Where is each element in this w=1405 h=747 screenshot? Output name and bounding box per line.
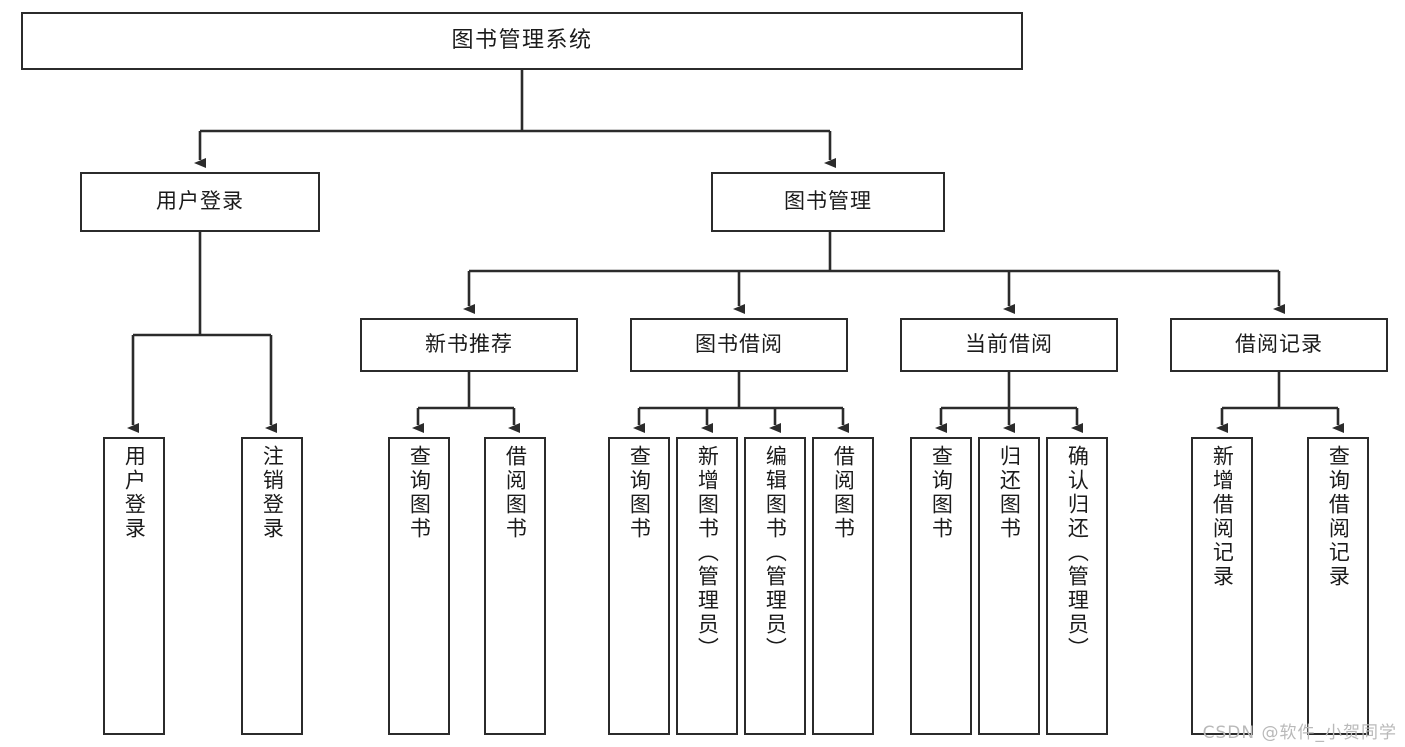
leaf-book-borrow-1[interactable]: 新增图书（管理员） [676, 437, 738, 735]
leaf-label: 查询借阅记录 [1326, 445, 1351, 589]
leaf-label: 借阅图书 [831, 445, 856, 541]
leaf-new-book-recommend-0[interactable]: 查询图书 [388, 437, 450, 735]
node-user-login-label: 用户登录 [156, 189, 244, 214]
node-user-login[interactable]: 用户登录 [80, 172, 320, 232]
leaf-label: 编辑图书（管理员） [763, 445, 788, 661]
node-borrow-record-label: 借阅记录 [1235, 332, 1323, 357]
node-book-management-label: 图书管理 [784, 189, 872, 214]
leaf-label: 注销登录 [260, 445, 285, 541]
leaf-label: 查询图书 [627, 445, 652, 541]
watermark: CSDN @软件_小贺同学 [1202, 723, 1397, 743]
leaf-borrow-record-1[interactable]: 查询借阅记录 [1307, 437, 1369, 735]
leaf-current-borrow-2[interactable]: 确认归还（管理员） [1046, 437, 1108, 735]
leaf-user-login-1[interactable]: 注销登录 [241, 437, 303, 735]
node-root-label: 图书管理系统 [451, 27, 593, 53]
leaf-new-book-recommend-1[interactable]: 借阅图书 [484, 437, 546, 735]
node-book-management[interactable]: 图书管理 [711, 172, 945, 232]
node-current-borrow-label: 当前借阅 [965, 332, 1053, 357]
leaf-label: 用户登录 [122, 445, 147, 541]
leaf-label: 借阅图书 [503, 445, 528, 541]
leaf-current-borrow-0[interactable]: 查询图书 [910, 437, 972, 735]
leaf-label: 新增图书（管理员） [695, 445, 720, 661]
leaf-current-borrow-1[interactable]: 归还图书 [978, 437, 1040, 735]
leaf-label: 查询图书 [929, 445, 954, 541]
node-root[interactable]: 图书管理系统 [21, 12, 1023, 70]
node-borrow-record[interactable]: 借阅记录 [1170, 318, 1388, 372]
leaf-label: 确认归还（管理员） [1065, 445, 1090, 661]
node-new-book-recommend-label: 新书推荐 [425, 332, 513, 357]
leaf-borrow-record-0[interactable]: 新增借阅记录 [1191, 437, 1253, 735]
node-book-borrow-label: 图书借阅 [695, 332, 783, 357]
node-book-borrow[interactable]: 图书借阅 [630, 318, 848, 372]
leaf-book-borrow-2[interactable]: 编辑图书（管理员） [744, 437, 806, 735]
leaf-book-borrow-0[interactable]: 查询图书 [608, 437, 670, 735]
leaf-book-borrow-3[interactable]: 借阅图书 [812, 437, 874, 735]
leaf-label: 新增借阅记录 [1210, 445, 1235, 589]
node-new-book-recommend[interactable]: 新书推荐 [360, 318, 578, 372]
leaf-user-login-0[interactable]: 用户登录 [103, 437, 165, 735]
leaf-label: 归还图书 [997, 445, 1022, 541]
node-current-borrow[interactable]: 当前借阅 [900, 318, 1118, 372]
leaf-label: 查询图书 [407, 445, 432, 541]
